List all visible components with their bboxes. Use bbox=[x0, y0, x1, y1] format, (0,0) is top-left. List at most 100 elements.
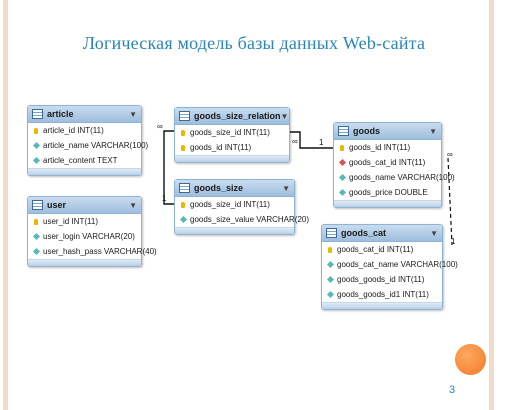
table-article[interactable]: article ▼ article_id INT(11) article_nam… bbox=[27, 105, 148, 176]
table-field[interactable]: goods_price DOUBLE bbox=[334, 185, 441, 200]
diamond-icon bbox=[325, 275, 335, 284]
table-footer bbox=[175, 155, 289, 162]
diamond-icon bbox=[178, 215, 188, 224]
table-footer bbox=[334, 200, 441, 207]
slide-title: Логическая модель базы данных Web-сайта bbox=[82, 33, 426, 53]
field-text: goods_id INT(11) bbox=[190, 143, 252, 152]
table-field[interactable]: goods_name VARCHAR(100) bbox=[334, 170, 455, 185]
diamond-icon bbox=[31, 141, 41, 150]
key-icon bbox=[178, 201, 188, 208]
field-text: article_content TEXT bbox=[43, 156, 118, 165]
table-goods[interactable]: goods ▼ goods_id INT(11) goods_cat_id IN… bbox=[333, 122, 455, 208]
table-field[interactable]: goods_cat_id INT(11) bbox=[322, 242, 442, 257]
orange-circle-decoration bbox=[455, 344, 486, 375]
table-icon bbox=[179, 111, 190, 121]
cardinality-one-gsr-goods-size: 1 bbox=[162, 194, 167, 203]
table-field[interactable]: goods_size_value VARCHAR(20) bbox=[175, 212, 309, 227]
table-icon bbox=[179, 183, 190, 193]
field-text: goods_cat_name VARCHAR(100) bbox=[337, 260, 458, 269]
key-icon bbox=[31, 127, 41, 134]
cardinality-many-gsr-goods-size: ∞ bbox=[157, 122, 163, 131]
field-text: goods_name VARCHAR(100) bbox=[349, 173, 455, 182]
table-name: goods_size bbox=[194, 183, 244, 193]
table-icon bbox=[326, 228, 337, 238]
dropdown-arrow-icon[interactable]: ▼ bbox=[429, 126, 437, 136]
field-text: user_hash_pass VARCHAR(40) bbox=[43, 247, 157, 256]
table-field[interactable]: goods_id INT(11) bbox=[175, 140, 289, 155]
table-field[interactable]: goods_goods_id INT(11) bbox=[322, 272, 442, 287]
dropdown-arrow-icon[interactable]: ▼ bbox=[129, 200, 137, 210]
field-text: article_name VARCHAR(100) bbox=[43, 141, 149, 150]
diamond-icon bbox=[31, 247, 41, 256]
key-icon bbox=[337, 144, 347, 151]
table-footer bbox=[28, 259, 141, 266]
table-field[interactable]: user_hash_pass VARCHAR(40) bbox=[28, 244, 157, 259]
table-field[interactable]: article_id INT(11) bbox=[28, 123, 141, 138]
field-text: goods_goods_id1 INT(11) bbox=[337, 290, 429, 299]
field-text: goods_price DOUBLE bbox=[349, 188, 428, 197]
table-footer bbox=[175, 227, 294, 234]
table-user[interactable]: user ▼ user_id INT(11) user_login VARCHA… bbox=[27, 196, 157, 267]
table-field[interactable]: user_login VARCHAR(20) bbox=[28, 229, 141, 244]
field-text: article_id INT(11) bbox=[43, 126, 104, 135]
relation-goods-cat-line bbox=[447, 157, 453, 246]
table-name: goods bbox=[353, 126, 380, 136]
cardinality-many-gsr-goods: ∞ bbox=[292, 137, 298, 146]
diamond-icon bbox=[325, 290, 335, 299]
table-header[interactable]: goods ▼ bbox=[334, 123, 441, 140]
table-icon bbox=[338, 126, 349, 136]
dropdown-arrow-icon[interactable]: ▼ bbox=[430, 228, 438, 238]
table-name: user bbox=[47, 200, 67, 210]
cardinality-one-goods-cat: 1 bbox=[451, 237, 456, 246]
table-field[interactable]: goods_size_id INT(11) bbox=[175, 197, 294, 212]
table-header[interactable]: goods_cat ▼ bbox=[322, 225, 442, 242]
field-text: goods_id INT(11) bbox=[349, 143, 411, 152]
key-icon bbox=[178, 144, 188, 151]
cardinality-one-gsr-goods: 1 bbox=[319, 138, 324, 147]
diamond-icon bbox=[31, 156, 41, 165]
table-header[interactable]: user ▼ bbox=[28, 197, 141, 214]
table-field[interactable]: goods_size_id INT(11) bbox=[175, 125, 289, 140]
table-icon bbox=[32, 200, 43, 210]
dropdown-arrow-icon[interactable]: ▼ bbox=[129, 109, 137, 119]
diamond-icon bbox=[325, 260, 335, 269]
dropdown-arrow-icon[interactable]: ▼ bbox=[282, 183, 290, 193]
table-header[interactable]: article ▼ bbox=[28, 106, 141, 123]
key-icon bbox=[325, 246, 335, 253]
table-field[interactable]: article_name VARCHAR(100) bbox=[28, 138, 148, 153]
table-name: goods_cat bbox=[341, 228, 387, 238]
table-field[interactable]: user_id INT(11) bbox=[28, 214, 141, 229]
field-text: goods_size_id INT(11) bbox=[190, 200, 270, 209]
diamond-icon bbox=[337, 173, 347, 182]
table-field[interactable]: goods_id INT(11) bbox=[334, 140, 441, 155]
table-field[interactable]: goods_goods_id1 INT(11) bbox=[322, 287, 442, 302]
key-icon bbox=[178, 129, 188, 136]
table-field[interactable]: goods_cat_id INT(11) bbox=[334, 155, 441, 170]
table-footer bbox=[322, 302, 442, 309]
diamond-icon bbox=[337, 188, 347, 197]
table-field[interactable]: goods_cat_name VARCHAR(100) bbox=[322, 257, 458, 272]
table-goods-cat[interactable]: goods_cat ▼ goods_cat_id INT(11) goods_c… bbox=[321, 224, 458, 310]
field-text: goods_goods_id INT(11) bbox=[337, 275, 425, 284]
table-field[interactable]: article_content TEXT bbox=[28, 153, 141, 168]
table-icon bbox=[32, 109, 43, 119]
field-text: goods_size_id INT(11) bbox=[190, 128, 270, 137]
table-footer bbox=[28, 168, 141, 175]
field-text: goods_cat_id INT(11) bbox=[337, 245, 414, 254]
dropdown-arrow-icon[interactable]: ▼ bbox=[280, 111, 289, 121]
table-header[interactable]: goods_size_relation ▼ bbox=[175, 108, 289, 125]
table-goods-size[interactable]: goods_size ▼ goods_size_id INT(11) goods… bbox=[174, 179, 309, 235]
table-goods-size-relation[interactable]: goods_size_relation ▼ goods_size_id INT(… bbox=[174, 107, 290, 163]
field-text: goods_cat_id INT(11) bbox=[349, 158, 426, 167]
left-decor-stripe bbox=[3, 0, 8, 410]
cardinality-many-goods-cat: ∞ bbox=[447, 150, 453, 159]
relation-gsr-goods-size-line bbox=[163, 130, 174, 205]
key-icon bbox=[31, 218, 41, 225]
field-text: user_id INT(11) bbox=[43, 217, 98, 226]
red-diamond-icon bbox=[337, 158, 347, 167]
field-text: user_login VARCHAR(20) bbox=[43, 232, 135, 241]
table-header[interactable]: goods_size ▼ bbox=[175, 180, 294, 197]
diamond-icon bbox=[31, 232, 41, 241]
